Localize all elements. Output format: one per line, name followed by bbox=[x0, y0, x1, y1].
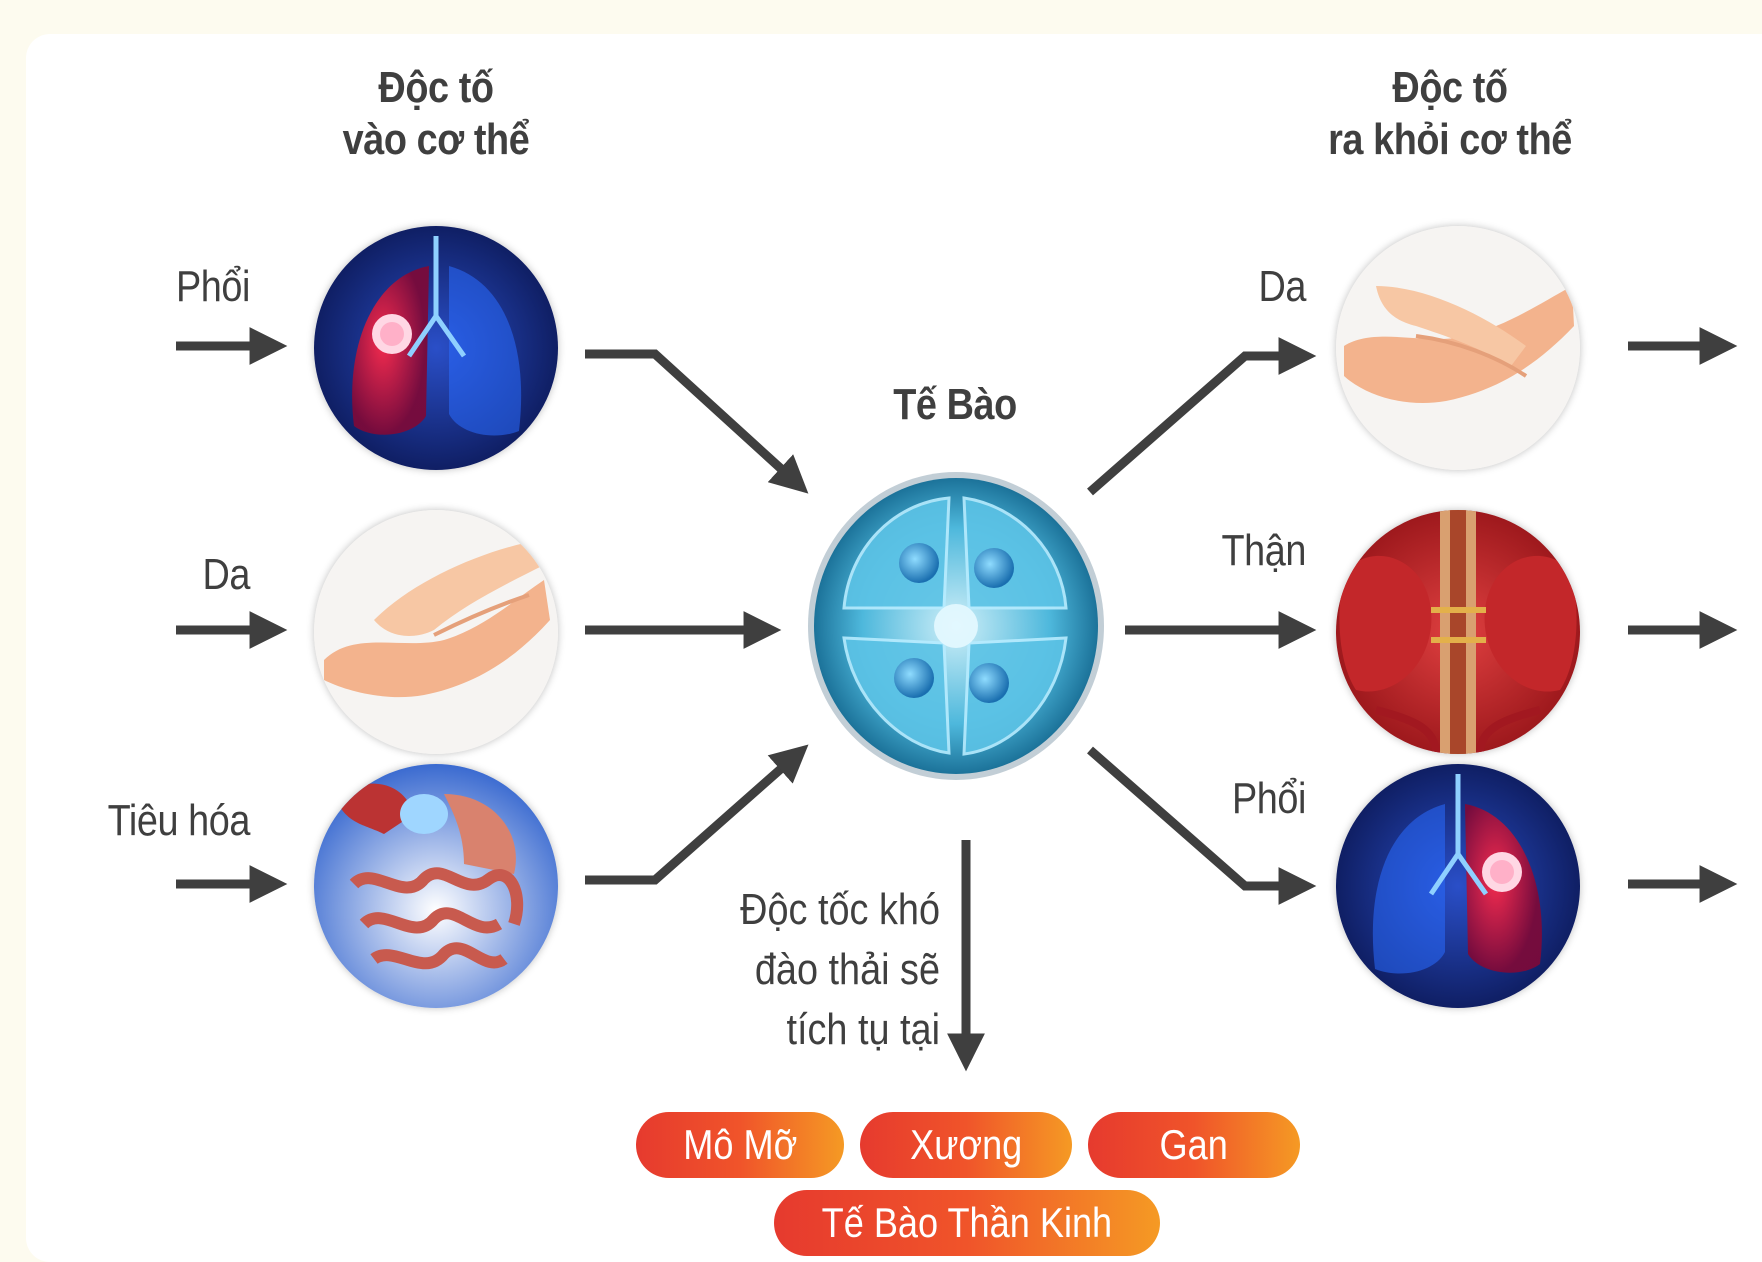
pill-nerve-cells: Tế Bào Thần Kinh bbox=[774, 1190, 1160, 1256]
output-hands-icon bbox=[1336, 226, 1580, 470]
accumulation-note: Độc tốc khó đào thải sẽ tích tụ tại bbox=[682, 880, 940, 1060]
arrow-cell-to-skin bbox=[1090, 356, 1305, 492]
hands-icon bbox=[314, 510, 558, 754]
lung-icon bbox=[314, 226, 558, 470]
cell-label: Tế Bào bbox=[891, 380, 1020, 430]
input-label-lung: Phổi bbox=[121, 262, 250, 312]
output-label-skin: Da bbox=[1172, 262, 1306, 312]
pill-fat-tissue: Mô Mỡ bbox=[636, 1112, 844, 1178]
note-line-1: Độc tốc khó bbox=[682, 880, 940, 940]
output-label-lung: Phổi bbox=[1172, 774, 1306, 824]
output-lung-icon bbox=[1336, 764, 1580, 1008]
header-toxins-in: Độc tố vào cơ thể bbox=[281, 62, 591, 166]
output-label-kidney: Thận bbox=[1172, 526, 1306, 576]
arrow-digestive-to-cell bbox=[585, 752, 800, 880]
input-label-digestive: Tiêu hóa bbox=[78, 796, 250, 846]
input-label-skin: Da bbox=[121, 550, 250, 600]
digestive-icon bbox=[314, 764, 558, 1008]
note-line-3: tích tụ tại bbox=[682, 1000, 940, 1060]
pill-bone: Xương bbox=[860, 1112, 1072, 1178]
pill-liver: Gan bbox=[1088, 1112, 1300, 1178]
note-line-2: đào thải sẽ bbox=[682, 940, 940, 1000]
cell-icon bbox=[804, 468, 1108, 784]
kidney-icon bbox=[1336, 510, 1580, 754]
arrow-lung-to-cell bbox=[585, 354, 800, 486]
header-toxins-out: Độc tố ra khỏi cơ thể bbox=[1295, 62, 1605, 166]
